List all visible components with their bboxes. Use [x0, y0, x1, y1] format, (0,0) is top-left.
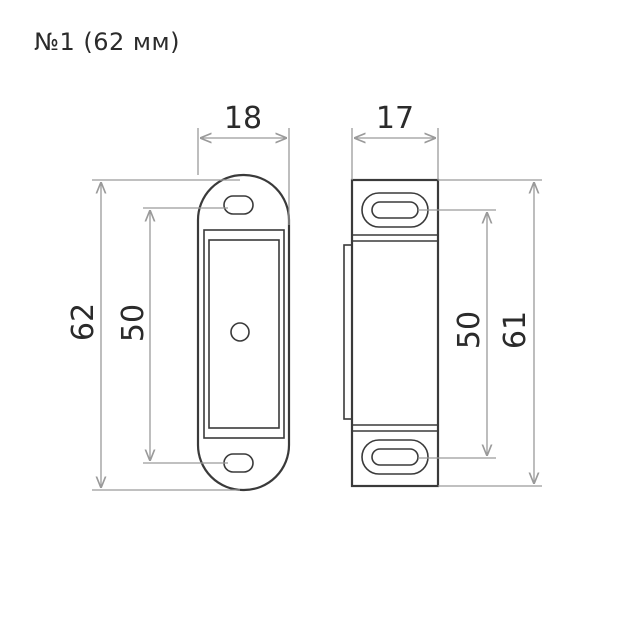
side-body-outline: [350, 178, 440, 488]
dimension-height-front-total: 62: [66, 179, 240, 491]
width-side-label: 17: [376, 101, 414, 136]
side-magnet-plate: [343, 244, 353, 420]
front-inner-recess: [208, 239, 280, 429]
side-view: [343, 178, 440, 488]
height-front-total-label: 62: [66, 303, 101, 341]
front-view: [196, 173, 291, 492]
front-center-hole: [230, 322, 250, 342]
dimension-height-front-holes: 50: [116, 207, 228, 464]
width-front-label: 18: [224, 101, 262, 136]
dimension-width-side: 17: [351, 101, 439, 180]
front-outer-recess: [203, 229, 285, 439]
height-side-holes-label: 50: [452, 311, 487, 349]
side-bottom-slot-outer: [361, 439, 429, 475]
dimension-height-side-total: 61: [438, 179, 542, 487]
dimension-width-front: 18: [197, 101, 290, 225]
dimension-height-side-holes: 50: [418, 209, 496, 459]
drawing-title: №1 (62 мм): [34, 28, 180, 56]
side-bottom-slot-inner: [371, 448, 419, 466]
height-side-total-label: 61: [498, 311, 533, 349]
front-top-hole: [223, 195, 254, 215]
front-body-outline: [196, 173, 291, 492]
height-front-holes-label: 50: [116, 304, 151, 342]
